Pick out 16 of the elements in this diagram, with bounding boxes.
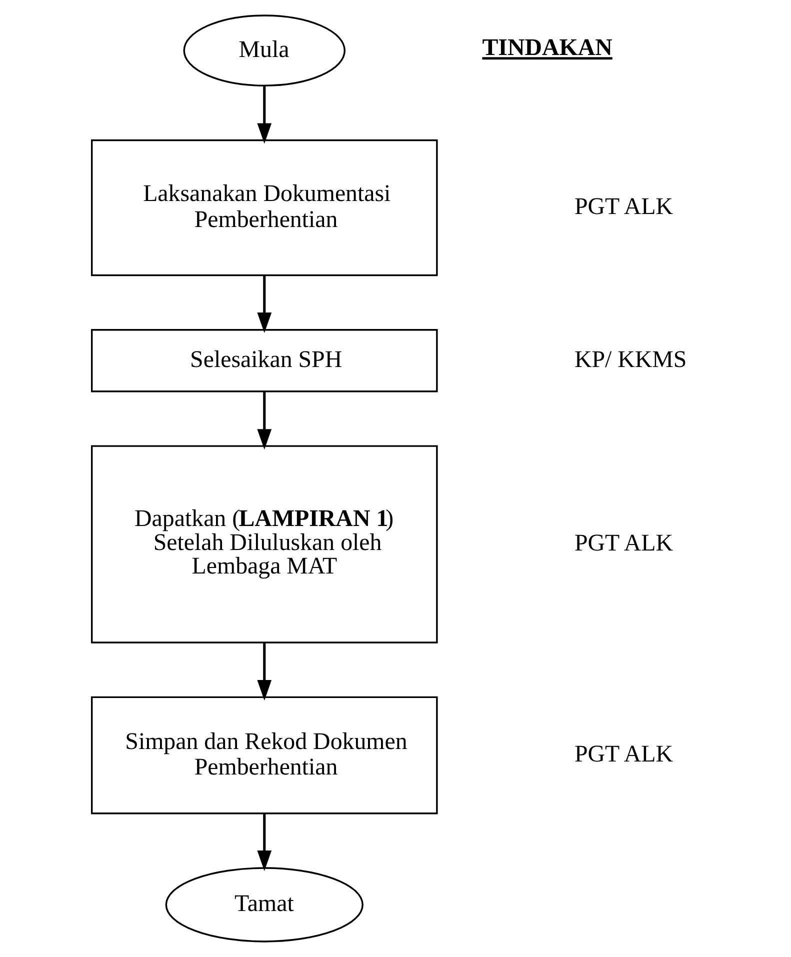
- arrow: [257, 392, 272, 450]
- node-ellipse: Mula: [183, 14, 346, 86]
- node-ellipse: Tamat: [165, 867, 364, 942]
- arrow: [257, 643, 272, 701]
- arrow: [257, 814, 272, 872]
- node-box: Dapatkan (LAMPIRAN 1) Setelah Diluluskan oleh Lembaga MAT: [90, 445, 438, 644]
- node-box: Selesaikan SPH: [90, 329, 438, 392]
- arrow: [257, 86, 272, 144]
- node-box: Laksanakan Dokumentasi Pemberhentian: [90, 139, 438, 276]
- label: PGT ALK: [574, 742, 673, 768]
- label: PGT ALK: [574, 530, 673, 557]
- label: TINDAKAN: [482, 35, 612, 62]
- arrow: [257, 275, 272, 334]
- node-box: Simpan dan Rekod Dokumen Pemberhentian: [90, 696, 438, 814]
- label: PGT ALK: [574, 194, 673, 220]
- label: KP/ KKMS: [574, 346, 687, 373]
